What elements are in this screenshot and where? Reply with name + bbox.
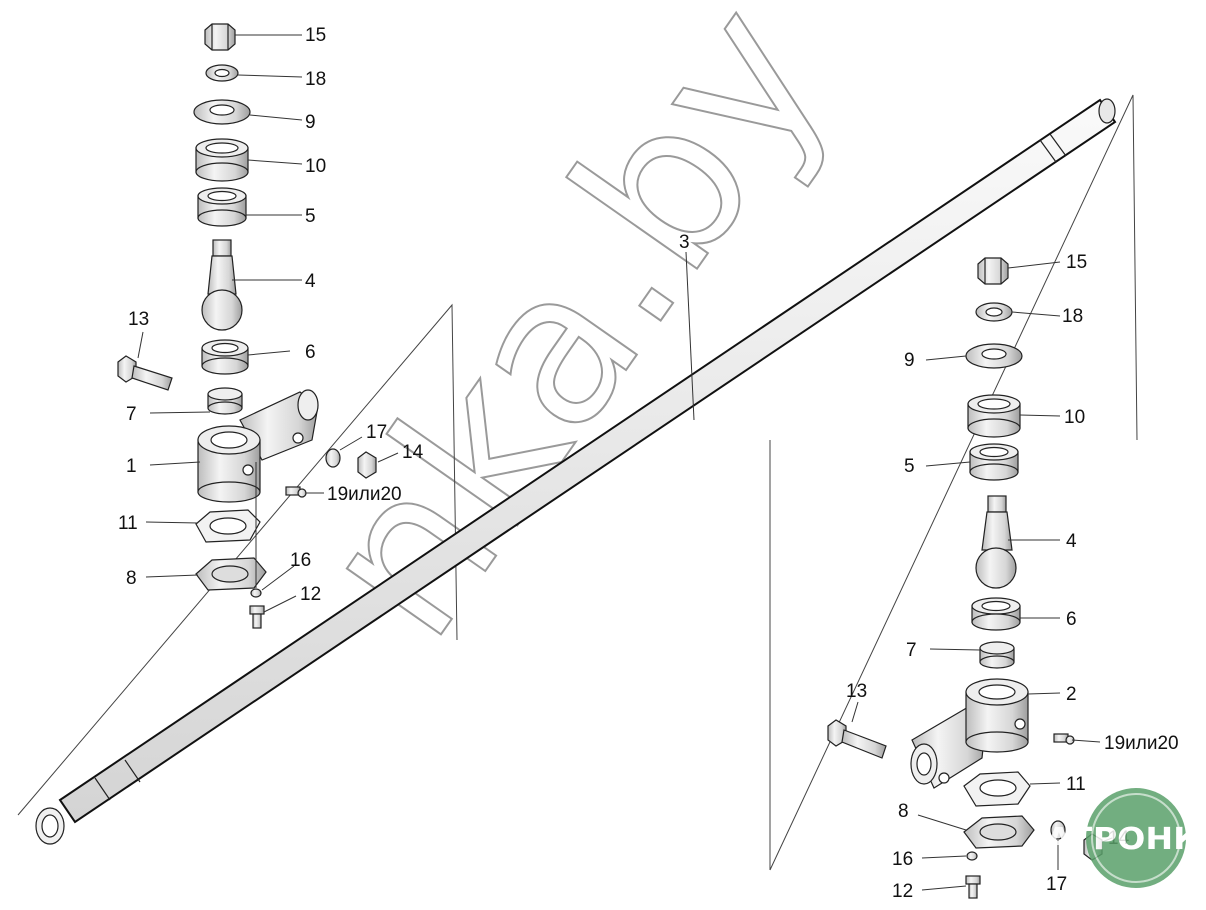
castle-nut-left [204, 23, 236, 51]
label-1-left: 1 [126, 456, 137, 477]
seal-ring-left [193, 99, 251, 125]
label-19-left: 19или20 [327, 484, 402, 505]
label-13-right: 13 [846, 681, 867, 702]
label-16-left: 16 [290, 550, 311, 571]
label-6-right: 6 [1066, 609, 1077, 630]
tie-rod-shaft [35, 98, 1117, 845]
label-16-right: 16 [892, 849, 913, 870]
spring-right [979, 641, 1015, 669]
label-11-left: 11 [118, 513, 138, 534]
small-bolt-right [965, 875, 981, 899]
label-8-right: 8 [898, 801, 909, 822]
label-5-left: 5 [305, 206, 316, 227]
ball-pin-right [975, 495, 1017, 589]
lock-washer-right [1050, 820, 1066, 840]
label-17-left: 17 [366, 422, 387, 443]
leader-lines [137, 34, 1113, 891]
agronka-logo: АГРОНКА [1046, 788, 1206, 888]
spring-washer-right [966, 851, 978, 861]
label-12-left: 12 [300, 584, 321, 605]
washer-right [975, 302, 1013, 322]
label-9-left: 9 [305, 112, 316, 133]
liner-left [197, 187, 247, 227]
bushing-right [967, 394, 1021, 438]
left-assembly-parts [117, 23, 377, 629]
washer-left [205, 64, 239, 82]
cover-right [963, 815, 1035, 849]
bolt-right [827, 719, 887, 759]
grease-fitting-right [1053, 733, 1075, 745]
label-3: 3 [679, 232, 690, 253]
label-12-right: 12 [892, 881, 913, 902]
label-10-left: 10 [305, 156, 326, 177]
label-7-right: 7 [906, 640, 917, 661]
castle-nut-right [977, 257, 1009, 285]
logo-text: АГРОНКА [1046, 822, 1206, 857]
liner-right [969, 443, 1019, 481]
ball-liner-left [201, 339, 249, 375]
tip-housing-left [197, 389, 319, 503]
label-9-right: 9 [904, 350, 915, 371]
label-19-right: 19или20 [1104, 733, 1179, 754]
label-17-right: 17 [1046, 874, 1067, 895]
spring-washer-left [250, 588, 262, 598]
label-14-left: 14 [402, 442, 424, 463]
bolt-left [117, 355, 173, 391]
label-11-right: 11 [1066, 774, 1086, 795]
label-15-right: 15 [1066, 252, 1087, 273]
nut-left [357, 451, 377, 479]
cover-left [195, 557, 267, 591]
lock-washer-left [325, 448, 341, 468]
grease-fitting-left [285, 486, 307, 498]
part-labels-left: 15 18 9 10 5 4 6 13 7 17 1 14 19или20 11… [118, 25, 424, 605]
ball-pin-left [201, 239, 243, 331]
label-7-left: 7 [126, 404, 137, 425]
assembly-frame-lines [17, 94, 1138, 871]
tip-housing-right [910, 678, 1029, 789]
small-bolt-left [249, 605, 265, 629]
label-18-left: 18 [305, 69, 326, 90]
gasket-right [963, 771, 1031, 807]
gasket-left [195, 509, 261, 543]
label-15-left: 15 [305, 25, 326, 46]
label-8-left: 8 [126, 568, 137, 589]
label-4-left: 4 [305, 271, 316, 292]
label-13-left: 13 [128, 309, 149, 330]
part-labels-center: 3 [679, 232, 690, 253]
bushing-left [195, 138, 249, 182]
right-assembly-parts [827, 257, 1103, 899]
ball-liner-right [971, 597, 1021, 631]
spring-left [207, 387, 243, 415]
label-10-right: 10 [1064, 407, 1085, 428]
seal-ring-right [965, 343, 1023, 369]
label-4-right: 4 [1066, 531, 1077, 552]
label-2-right: 2 [1066, 684, 1077, 705]
label-5-right: 5 [904, 456, 915, 477]
label-6-left: 6 [305, 342, 316, 363]
label-18-right: 18 [1062, 306, 1083, 327]
